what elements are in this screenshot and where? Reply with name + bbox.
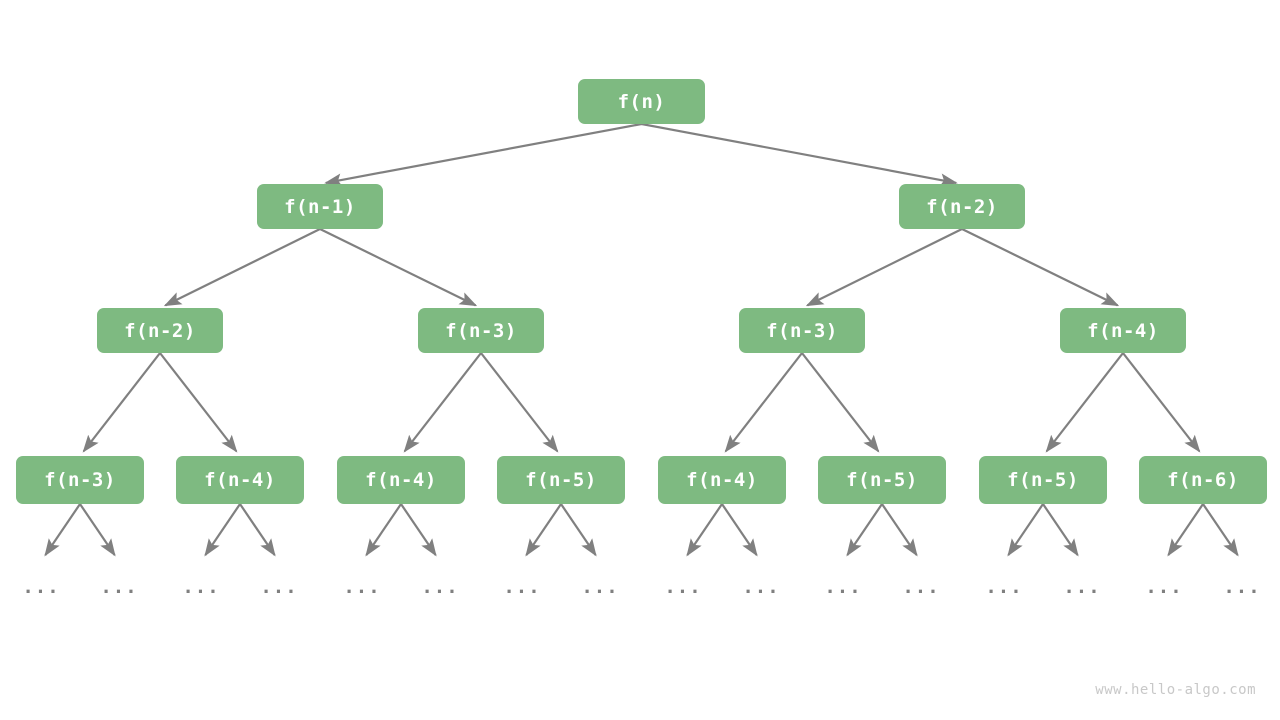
leaf-stub-12 <box>1007 503 1044 557</box>
leaf-stub-1 <box>79 503 116 557</box>
edge-n4-n10 <box>480 352 559 453</box>
leaf-stub-8 <box>686 503 723 557</box>
tree-node-n13: f(n-5) <box>979 456 1107 504</box>
ellipsis-mark: ... <box>902 576 940 598</box>
edge-n6-n14 <box>1122 352 1201 453</box>
ellipsis-mark: ... <box>824 576 862 598</box>
tree-node-n10: f(n-5) <box>497 456 625 504</box>
edge-n3-n8 <box>159 352 238 453</box>
edge-n6-n13 <box>1045 352 1124 453</box>
leaf-stub-11 <box>881 503 918 557</box>
tree-node-n12: f(n-5) <box>818 456 946 504</box>
edge-n2-n5 <box>805 228 963 307</box>
edge-n2-n6 <box>961 228 1120 307</box>
edge-n1-n3 <box>163 228 321 307</box>
tree-node-n9: f(n-4) <box>337 456 465 504</box>
leaf-stub-7 <box>560 503 597 557</box>
leaf-stub-14 <box>1167 503 1204 557</box>
edge-n4-n9 <box>403 352 482 453</box>
edge-n3-n7 <box>82 352 161 453</box>
leaf-stub-4 <box>365 503 402 557</box>
ellipsis-mark: ... <box>985 576 1023 598</box>
tree-edges <box>82 122 1201 453</box>
leaf-stub-15 <box>1202 503 1239 557</box>
tree-node-n0: f(n) <box>578 79 705 124</box>
ellipsis-mark: ... <box>182 576 220 598</box>
ellipsis-mark: ... <box>1063 576 1101 598</box>
watermark: www.hello-algo.com <box>1095 682 1256 698</box>
leaf-stub-2 <box>204 503 241 557</box>
ellipsis-mark: ... <box>421 576 459 598</box>
leaf-stub-9 <box>721 503 758 557</box>
ellipsis-mark: ... <box>1145 576 1183 598</box>
leaf-stub-edges <box>44 503 1239 557</box>
tree-node-n6: f(n-4) <box>1060 308 1186 353</box>
tree-node-n7: f(n-3) <box>16 456 144 504</box>
ellipsis-mark: ... <box>343 576 381 598</box>
tree-node-n4: f(n-3) <box>418 308 544 353</box>
ellipsis-mark: ... <box>664 576 702 598</box>
tree-node-n5: f(n-3) <box>739 308 865 353</box>
tree-node-n3: f(n-2) <box>97 308 223 353</box>
edge-n1-n4 <box>319 228 478 307</box>
leaf-stub-0 <box>44 503 81 557</box>
ellipsis-mark: ... <box>100 576 138 598</box>
edge-n5-n12 <box>801 352 880 453</box>
tree-node-n1: f(n-1) <box>257 184 383 229</box>
leaf-stub-3 <box>239 503 276 557</box>
ellipsis-mark: ... <box>581 576 619 598</box>
leaf-stub-10 <box>846 503 883 557</box>
tree-node-n8: f(n-4) <box>176 456 304 504</box>
leaf-stub-6 <box>525 503 562 557</box>
tree-node-n14: f(n-6) <box>1139 456 1267 504</box>
ellipsis-mark: ... <box>22 576 60 598</box>
ellipsis-mark: ... <box>260 576 298 598</box>
leaf-stub-13 <box>1042 503 1079 557</box>
tree-node-n11: f(n-4) <box>658 456 786 504</box>
edge-n5-n11 <box>724 352 803 453</box>
edge-n0-n1 <box>324 122 642 187</box>
leaf-stub-5 <box>400 503 437 557</box>
ellipsis-mark: ... <box>503 576 541 598</box>
tree-node-n2: f(n-2) <box>899 184 1025 229</box>
ellipsis-mark: ... <box>742 576 780 598</box>
ellipsis-mark: ... <box>1223 576 1261 598</box>
edge-n0-n2 <box>641 122 958 187</box>
